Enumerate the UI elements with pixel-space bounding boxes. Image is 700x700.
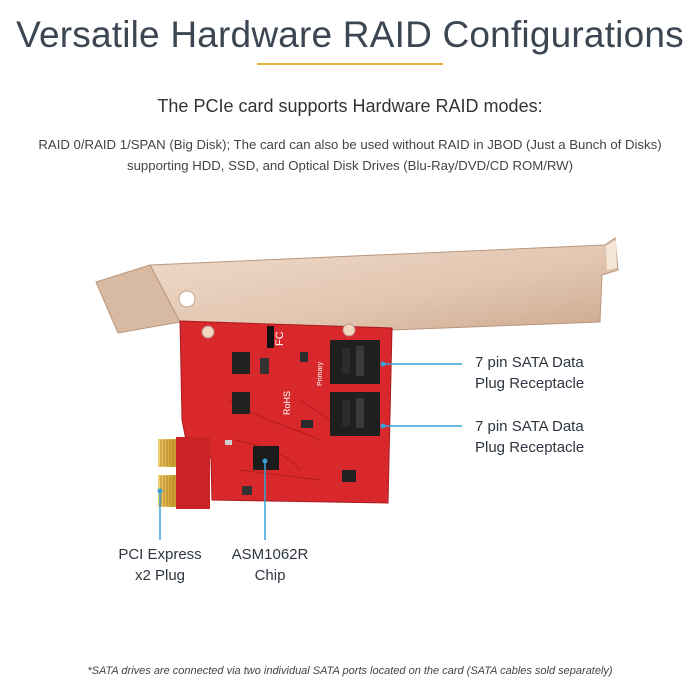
callout-pcie: PCI Express x2 Plug (110, 544, 210, 586)
callout-chip-line2: Chip (254, 567, 286, 584)
title-underline (257, 63, 443, 65)
callout-chip-line1: ASM1062R (231, 546, 309, 563)
fc-mark: FC (274, 331, 286, 346)
description-line-1: RAID 0/RAID 1/SPAN (Big Disk); The card … (38, 137, 662, 152)
pcie-gold-contacts (158, 437, 210, 509)
rohs-mark: RoHS (282, 391, 292, 415)
pcb-board: FC RoHS Primary (158, 320, 393, 509)
callout-sata-top-line1: 7 pin SATA Data (475, 354, 584, 371)
callout-pcie-line1: PCI Express (118, 546, 202, 563)
asm1062r-chip (253, 446, 279, 470)
callout-sata-top-line2: Plug Receptacle (475, 375, 585, 392)
sata-port-bottom (330, 392, 380, 436)
callout-chip: ASM1062R Chip (225, 544, 315, 586)
sata-port-top (330, 340, 380, 384)
callout-sata-top: 7 pin SATA Data Plug Receptacle (475, 352, 584, 394)
callout-sata-bottom-line1: 7 pin SATA Data (475, 418, 584, 435)
page-title: Versatile Hardware RAID Configurations (16, 14, 684, 55)
callout-pcie-line2: x2 Plug (134, 567, 186, 584)
callout-lines (157, 361, 462, 540)
callout-sata-bottom: 7 pin SATA Data Plug Receptacle (475, 416, 584, 458)
footnote: *SATA drives are connected via two indiv… (87, 665, 613, 677)
mounting-bracket (95, 237, 619, 334)
description: RAID 0/RAID 1/SPAN (Big Disk); The card … (30, 134, 670, 176)
primary-mark: Primary (317, 361, 324, 386)
description-line-2: supporting HDD, SSD, and Optical Disk Dr… (126, 158, 574, 173)
callout-sata-bottom-line2: Plug Receptacle (475, 439, 585, 456)
subtitle: The PCIe card supports Hardware RAID mod… (157, 96, 543, 116)
